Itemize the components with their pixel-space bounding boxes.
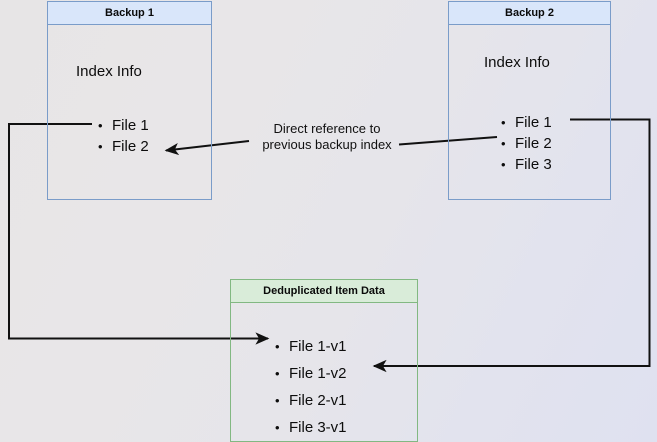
backup-2-file-list: File 1 File 2 File 3 [501,112,552,175]
list-item: File 2 [501,133,552,154]
deduplicated-item-data-body: File 1-v1 File 1-v2 File 2-v1 File 3-v1 [231,303,417,441]
backup-2-box[interactable]: Backup 2 Index Info File 1 File 2 File 3 [448,1,611,200]
list-item: File 3 [501,154,552,175]
list-item: File 1-v2 [275,360,347,387]
backup-1-box[interactable]: Backup 1 Index Info File 1 File 2 [47,1,212,200]
connector-label-line-2: previous backup index [262,137,392,152]
list-item: File 1 [98,115,149,136]
list-item: File 1 [501,112,552,133]
list-item: File 1-v1 [275,333,347,360]
backup-2-header: Backup 2 [449,2,610,25]
backup-2-body: Index Info File 1 File 2 File 3 [449,25,610,199]
list-item: File 2-v1 [275,387,347,414]
backup-2-index-label: Index Info [484,54,550,71]
dedup-file-list: File 1-v1 File 1-v2 File 2-v1 File 3-v1 [275,333,347,441]
backup-1-body: Index Info File 1 File 2 [48,25,211,199]
deduplicated-item-data-header: Deduplicated Item Data [231,280,417,303]
connector-label-direct-reference: Direct reference to previous backup inde… [252,121,402,153]
backup-1-index-label: Index Info [76,63,142,80]
list-item: File 3-v1 [275,414,347,441]
list-item: File 2 [98,136,149,157]
backup-1-file-list: File 1 File 2 [98,115,149,157]
deduplicated-item-data-box[interactable]: Deduplicated Item Data File 1-v1 File 1-… [230,279,418,442]
connector-label-line-1: Direct reference to [273,121,381,136]
backup-1-header: Backup 1 [48,2,211,25]
